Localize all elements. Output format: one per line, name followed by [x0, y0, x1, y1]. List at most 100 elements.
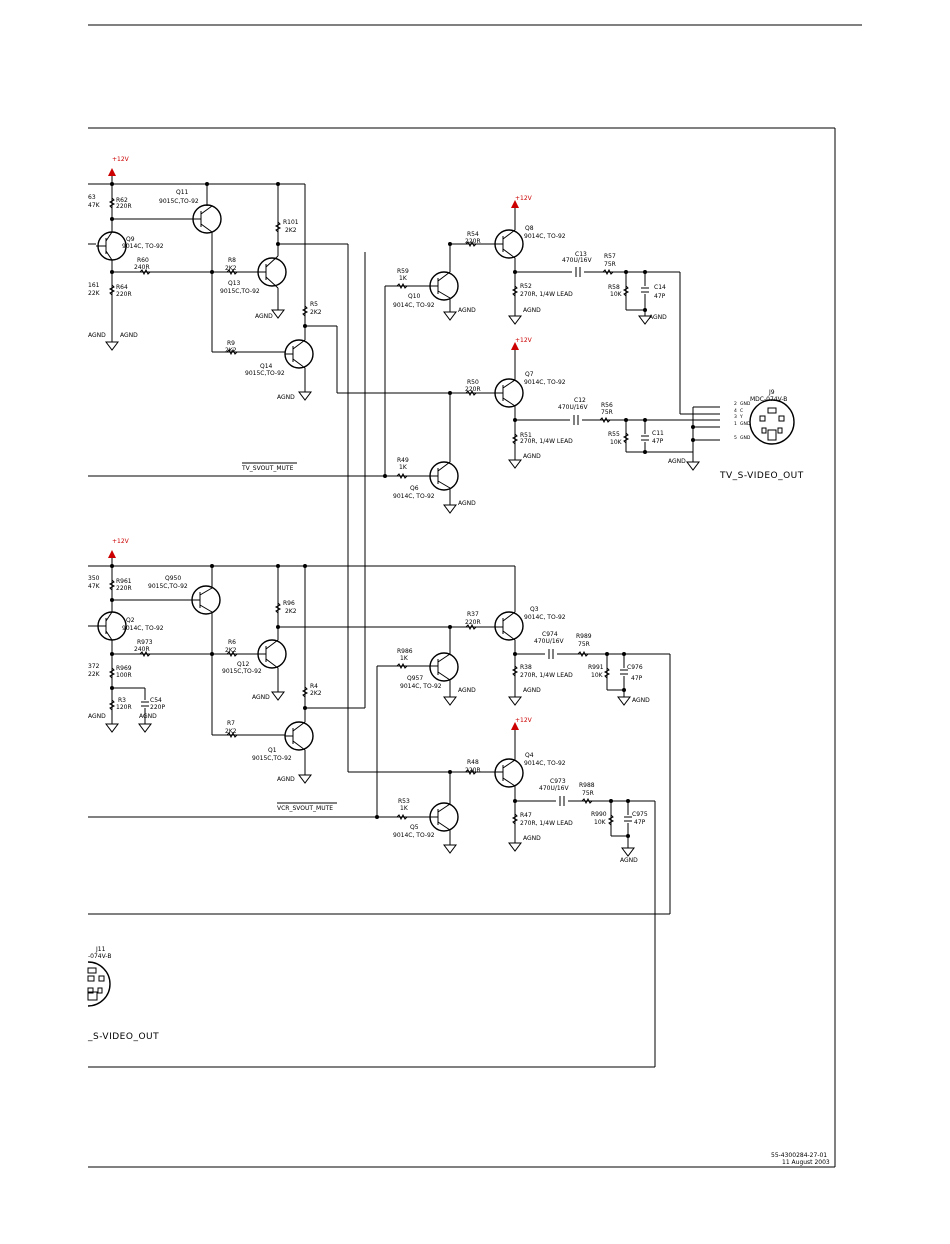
component-label: C13	[575, 251, 587, 258]
component-label: +12V	[515, 195, 533, 202]
component-label: 63	[88, 194, 96, 201]
component-label: AGND	[523, 307, 541, 314]
component-label: 120R	[116, 704, 132, 711]
component-label: C11	[652, 430, 664, 437]
component-label: C14	[654, 284, 666, 291]
component-label: 1K	[399, 464, 408, 471]
ground-symbols	[105, 309, 700, 857]
pin-label: 3	[734, 414, 737, 420]
component-label: AGND	[458, 687, 476, 694]
component-label: Q1	[268, 747, 277, 754]
component-label: R60	[137, 257, 149, 264]
component-label: 2K2	[310, 309, 322, 316]
component-label: AGND	[139, 713, 157, 720]
component-label: +12V	[112, 156, 130, 163]
component-label: AGND	[523, 835, 541, 842]
component-label: Q6	[410, 485, 419, 492]
component-label: 220R	[116, 291, 132, 298]
component-label: C976	[627, 664, 643, 671]
component-label: 9014C, TO-92	[524, 614, 566, 621]
component-label: 2K2	[225, 265, 237, 272]
component-label: Q7	[525, 371, 534, 378]
component-label: 220R	[465, 238, 481, 245]
component-label: 220P	[150, 704, 165, 711]
component-label: R989	[576, 633, 592, 640]
component-label: 161	[88, 282, 100, 289]
component-label: 75R	[578, 641, 590, 648]
component-label: 2K2	[285, 608, 297, 615]
component-label: R57	[604, 253, 616, 260]
component-label: 9014C, TO-92	[524, 379, 566, 386]
component-label: R973	[137, 639, 153, 646]
pin-label: 5	[734, 435, 737, 441]
component-label: 240R	[134, 264, 150, 271]
connector-j9	[749, 399, 795, 445]
component-label: 47P	[654, 293, 666, 300]
component-label: +12V	[515, 337, 533, 344]
component-label: J11	[95, 946, 106, 953]
component-label: R961	[116, 578, 132, 585]
component-label: R47	[520, 812, 532, 819]
component-label: 470U/16V	[562, 257, 593, 264]
component-label: -074V-B	[88, 953, 111, 960]
component-label: 47K	[88, 583, 101, 590]
component-label: R58	[608, 284, 620, 291]
component-label: R48	[467, 759, 479, 766]
component-label: Q14	[260, 363, 273, 370]
component-label: 220R	[465, 386, 481, 393]
component-label: Q5	[410, 824, 419, 831]
component-label: +12V	[112, 538, 130, 545]
component-label: 9014C, TO-92	[393, 832, 435, 839]
component-label: 2K2	[310, 690, 322, 697]
component-label: C974	[542, 631, 558, 638]
component-label: Q2	[126, 617, 135, 624]
component-label: AGND	[649, 314, 667, 321]
component-label: R64	[116, 284, 128, 291]
component-label: 9014C, TO-92	[524, 233, 566, 240]
component-label: MDC-074V-B	[750, 396, 787, 403]
component-label: 2K2	[225, 728, 237, 735]
component-label: J9	[768, 389, 775, 396]
component-label: AGND	[255, 313, 273, 320]
component-label: 240R	[134, 646, 150, 653]
component-label: Q4	[525, 752, 534, 759]
component-label: 75R	[582, 790, 594, 797]
component-label: 9015C,TO-92	[252, 755, 292, 762]
component-label: R986	[397, 648, 413, 655]
component-label: 47P	[634, 819, 646, 826]
component-label: R3	[118, 697, 126, 704]
component-label: 47P	[631, 675, 643, 682]
doc-number: 55-4300284-27-01	[771, 1152, 827, 1159]
component-label: 470U/16V	[534, 638, 565, 645]
component-label: 2K2	[225, 347, 237, 354]
component-label: 75R	[604, 261, 616, 268]
component-label: 10K	[591, 672, 604, 679]
component-label: 220R	[116, 585, 132, 592]
component-label: 100R	[116, 672, 132, 679]
component-label: 270R, 1/4W LEAD	[520, 820, 573, 827]
pin-label: GND	[740, 401, 751, 407]
component-label: R53	[398, 798, 410, 805]
component-label: _S-VIDEO_OUT	[87, 1032, 159, 1042]
component-label: R988	[579, 782, 595, 789]
component-label: R62	[116, 197, 128, 204]
wires-bottom	[88, 252, 671, 1068]
component-label: 47K	[88, 202, 101, 209]
component-label: 9015C,TO-92	[245, 370, 285, 377]
transistor-q5	[429, 802, 459, 832]
component-label: AGND	[458, 307, 476, 314]
component-label: R991	[588, 664, 604, 671]
component-label: C12	[574, 397, 586, 404]
component-label: 220R	[116, 203, 132, 210]
component-label: R5	[310, 301, 318, 308]
component-label: R101	[283, 219, 299, 226]
component-label: 9015C,TO-92	[222, 668, 262, 675]
transistors	[96, 204, 524, 832]
component-label: AGND	[523, 453, 541, 460]
component-label: C973	[550, 778, 566, 785]
component-label: R8	[228, 257, 236, 264]
component-label: C975	[632, 811, 648, 818]
component-label: R38	[520, 664, 532, 671]
component-label: 2K2	[225, 647, 237, 654]
